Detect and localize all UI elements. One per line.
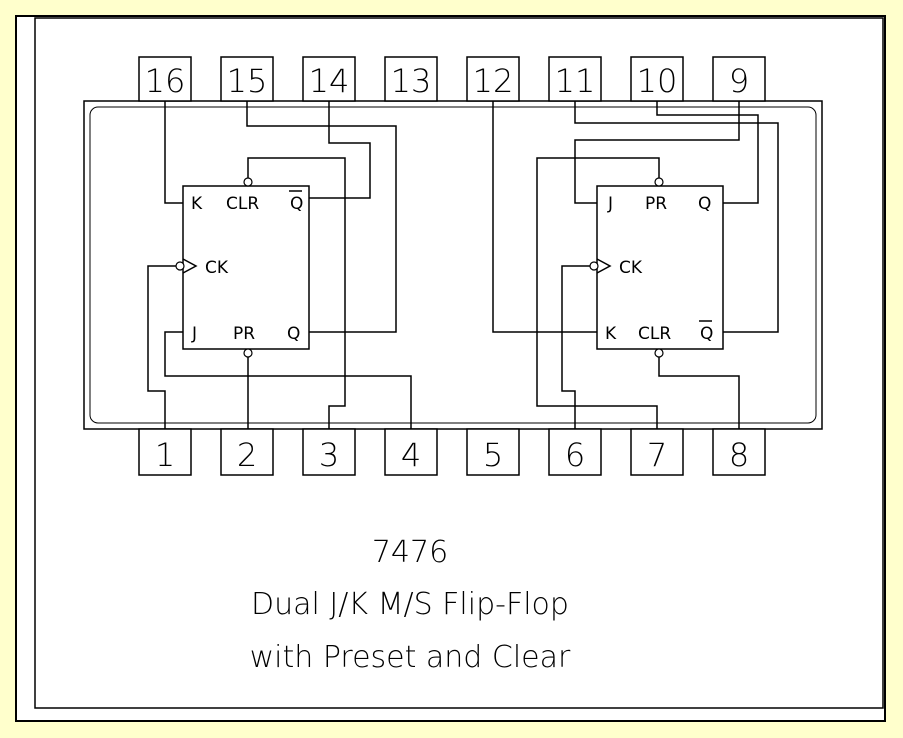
- pin-14: 14: [302, 56, 356, 102]
- ff-left-qbar-label: Q: [290, 194, 303, 214]
- wire-pin10-q: [656, 101, 759, 204]
- pin-7: 7: [630, 428, 684, 476]
- pin-10-label: 10: [637, 62, 678, 100]
- pin-6-label: 6: [565, 436, 585, 474]
- drawing-frame: [15, 15, 886, 722]
- pin-1: 1: [138, 428, 192, 476]
- pin-6: 6: [548, 428, 602, 476]
- pin-2: 2: [220, 428, 274, 476]
- flipflop-right-box: [596, 185, 724, 350]
- pin-4: 4: [384, 428, 438, 476]
- pin-7-label: 7: [647, 436, 667, 474]
- ic-body-inner: [89, 106, 817, 424]
- pin-1-label: 1: [155, 436, 175, 474]
- ff-right-clr-label: CLR: [638, 324, 671, 344]
- pin-15: 15: [220, 56, 274, 102]
- pin-16: 16: [138, 56, 192, 102]
- pin-12: 12: [466, 56, 520, 102]
- ff-right-clock-triangle-icon: [596, 258, 612, 274]
- ff-left-clock-triangle-icon: [182, 258, 198, 274]
- ff-right-j-label: J: [607, 194, 613, 214]
- pin-5: 5: [466, 428, 520, 476]
- ff-left-q-label: Q: [287, 324, 300, 344]
- pin-9-label: 9: [729, 62, 749, 100]
- ff-left-clr-label: CLR: [226, 194, 259, 214]
- flipflop-left: K CLR Q CK J PR Q: [147, 101, 412, 429]
- flipflop-right: J PR Q CK K CLR Q: [492, 101, 779, 429]
- drawing-inner-frame: [34, 17, 884, 709]
- flipflop-left-box: [182, 185, 310, 350]
- ff-left-ck-label: CK: [205, 258, 229, 278]
- pin-8-label: 8: [729, 436, 749, 474]
- ff-left-k-label: K: [191, 194, 203, 214]
- pin-15-label: 15: [227, 62, 268, 100]
- pin-14-label: 14: [309, 62, 350, 100]
- ff-left-pr-label: PR: [233, 324, 255, 344]
- wire-pin16-k: [164, 101, 183, 204]
- pin-8: 8: [712, 428, 766, 476]
- pin-2-label: 2: [237, 436, 257, 474]
- wire-pr-pin7: [536, 157, 660, 429]
- ic-body: [83, 100, 823, 430]
- ff-right-q-label: Q: [698, 194, 711, 214]
- pin-3-label: 3: [319, 436, 339, 474]
- pin-9: 9: [712, 56, 766, 102]
- ff-right-pr-label: PR: [645, 194, 667, 214]
- wire-ck-pin6: [561, 265, 590, 429]
- wire-clr-pin8: [658, 357, 740, 429]
- ff-right-ck-label: CK: [619, 258, 643, 278]
- wire-pin9-j: [574, 101, 740, 204]
- ff-right-clr-bubble-icon: [654, 348, 664, 358]
- wire-pin14-qbar: [309, 101, 371, 199]
- pin-4-label: 4: [401, 436, 421, 474]
- ff-left-pr-bubble-icon: [243, 348, 253, 358]
- pin-12-label: 12: [473, 62, 514, 100]
- pin-11: 11: [548, 56, 602, 102]
- pin-3: 3: [302, 428, 356, 476]
- bottom-pin-row: 1 2 3 4 5 6 7 8: [138, 428, 766, 476]
- wire-pin11-qbar: [574, 101, 779, 333]
- ff-right-qbar-label: Q: [700, 324, 713, 344]
- ff-left-clr-bubble-icon: [243, 177, 253, 187]
- ff-right-pr-bubble-icon: [654, 177, 664, 187]
- pin-10: 10: [630, 56, 684, 102]
- pin-16-label: 16: [145, 62, 186, 100]
- ff-left-ck-bubble-icon: [175, 261, 185, 271]
- wire-clr-pin3: [247, 157, 346, 429]
- caption-line-1: Dual J/K M/S Flip-Flop: [251, 587, 569, 622]
- ff-right-ck-bubble-icon: [589, 261, 599, 271]
- wire-pin15-clr-right: [246, 101, 397, 333]
- caption-line-2: with Preset and Clear: [250, 640, 571, 675]
- pin-5-label: 5: [483, 436, 503, 474]
- ff-right-k-label: K: [605, 324, 617, 344]
- part-number: 7476: [372, 535, 448, 570]
- pin-13-label: 13: [391, 62, 432, 100]
- pin-11-label: 11: [555, 62, 596, 100]
- pin-13: 13: [384, 56, 438, 102]
- wire-ck-pin1: [147, 265, 176, 429]
- ff-left-j-label: J: [191, 324, 197, 344]
- wire-j-pin4: [164, 331, 412, 429]
